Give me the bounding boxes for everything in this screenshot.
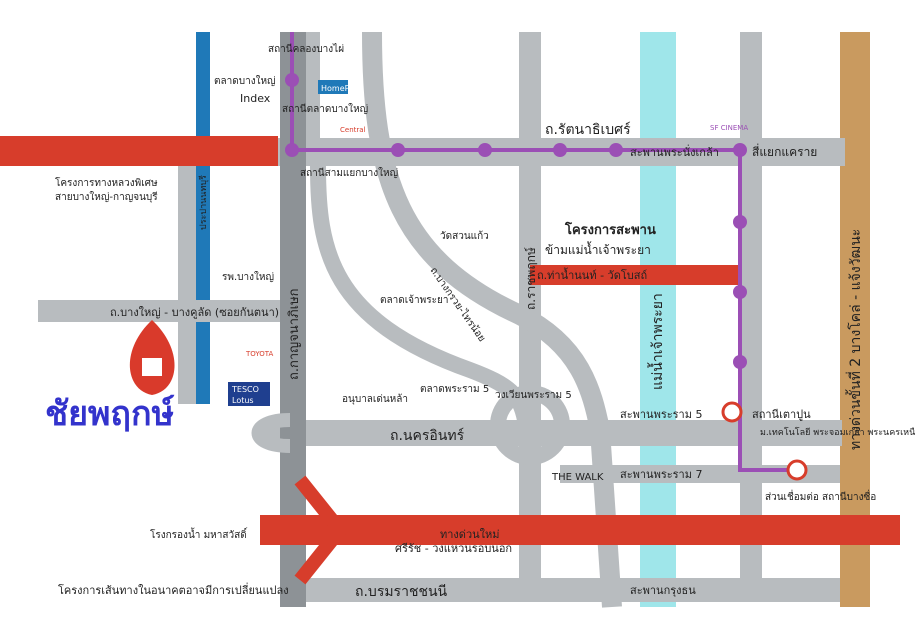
label-sam-yaek-bang-yai: สถานีสามแยกบางใหญ่ <box>300 167 398 179</box>
label-note: โครงการเส้นทางในอนาคตอาจมีการเปลี่ยนแปลง <box>58 582 289 597</box>
label-nakhon-in: ถ.นครอินทร์ <box>390 427 465 444</box>
label-water-plant: โรงกรองน้ำ มหาสวัสดิ์ <box>150 527 248 541</box>
label-krung-thon: สะพานกรุงธน <box>630 584 696 597</box>
label-wat-suan-kaew: วัดสวนแก้ว <box>440 230 489 242</box>
label-motorway-sub: สายบางใหญ่-กาญจนบุรี <box>55 191 158 203</box>
label-expressway-sub: ศรีรัช - วงแหวนรอบนอก <box>395 542 512 555</box>
label-hospital: รพ.บางใหญ่ <box>222 271 274 283</box>
label-bridge-sub: ข้ามแม่น้ำเจ้าพระยา <box>545 241 651 257</box>
label-talat-bang-yai: ตลาดบางใหญ่ <box>214 75 276 87</box>
svg-text:Lotus: Lotus <box>232 396 254 405</box>
station-dot <box>733 355 747 369</box>
label-kanchanaphisek: ถ.กาญจนาภิเษก <box>287 288 302 380</box>
label-tha-nam-non: ถ.ท่าน้ำนนท์ - วัดโบสถ์ <box>537 267 647 282</box>
svg-text:TESCO: TESCO <box>231 385 259 394</box>
label-anuban: อนุบาลเด่นหล้า <box>342 393 408 405</box>
highway-tha-nam-non <box>530 265 740 285</box>
highway-top <box>0 136 278 166</box>
label-motorway: โครงการทางหลวงพิเศษ <box>55 176 158 189</box>
label-the-walk: THE WALK <box>551 472 604 483</box>
road-bangkruay-sainoi <box>362 31 622 608</box>
label-bang-sue: ส่วนเชื่อมต่อ สถานีบางซื่อ <box>765 489 876 503</box>
highway-expressway <box>260 515 900 545</box>
tao-poon-icon <box>721 401 743 423</box>
label-tollway: ทางด่วนขั้นที่ 2 บางโคล่ - แจ้งวัฒนะ <box>845 229 864 450</box>
station-dot <box>478 143 492 157</box>
label-bangyai-bangkulat: ถ.บางใหญ่ - บางคูลัด (ซอยกันตนา) <box>110 306 279 319</box>
expressway-arrow <box>294 475 349 585</box>
home-marker-icon <box>129 320 175 395</box>
homepro-logo: HomePro <box>318 80 357 94</box>
label-rama5-circle: วงเวียนพระราม 5 <box>495 389 572 401</box>
road-bangyai-bangkulat <box>38 300 288 322</box>
home-icon <box>142 358 162 376</box>
label-talat-phra-ram5: ตลาดพระราม 5 <box>420 384 489 395</box>
label-ratthanathibet: ถ.รัตนาธิเบศร์ <box>545 121 631 138</box>
chao-phraya-river <box>640 32 676 607</box>
station-dot <box>733 285 747 299</box>
label-ratchaphruek: ถ.ราชพฤกษ์ <box>524 247 538 310</box>
label-phra-nang-klao: สะพานพระนั่งเกล้า <box>630 144 719 159</box>
bang-sue-icon <box>786 459 808 481</box>
station-dot <box>553 143 567 157</box>
station-dot <box>391 143 405 157</box>
label-rmutsb: ม.เทคโนโลยี พระจอมเกล้า พระนครเหนือ <box>760 427 916 438</box>
svg-text:HomePro: HomePro <box>321 84 357 93</box>
sf-logo: SF CINEMA <box>710 124 748 132</box>
label-khae-rai: สี่แยกแคราย <box>752 143 817 159</box>
station-dot <box>733 215 747 229</box>
station-dot <box>609 143 623 157</box>
tesco-logo: TESCO Lotus <box>228 382 270 406</box>
label-rama7-bridge: สะพานพระราม 7 <box>620 468 702 481</box>
station-dot <box>733 143 747 157</box>
tollway-road <box>840 32 870 607</box>
road-right-vertical <box>740 32 762 592</box>
label-borommaratchachonnani: ถ.บรมราชชนนี <box>355 584 448 600</box>
road-loop-left <box>251 413 291 453</box>
label-expressway: ทางด่วนใหม่ <box>440 528 500 541</box>
station-dot <box>285 73 299 87</box>
label-index: Index <box>240 92 271 105</box>
central-logo: Central <box>340 126 366 134</box>
label-talat-chao-phraya: ตลาดเจ้าพระยา <box>380 294 448 306</box>
station-dot <box>285 143 299 157</box>
toyota-logo: TOYOTA <box>245 350 274 358</box>
label-talat-bang-yai-station: สถานีตลาดบางใหญ่ <box>282 103 368 115</box>
label-khlong-bang-phai: สถานีคลองบางไผ่ <box>268 43 344 55</box>
label-rama5-bridge: สะพานพระราม 5 <box>620 408 702 421</box>
rama5-roundabout <box>490 385 570 465</box>
label-river: แม่น้ำเจ้าพระยา <box>647 293 666 390</box>
road-left-vertical <box>178 166 196 404</box>
label-bridge-title: โครงการสะพาน <box>564 221 656 238</box>
brand-name: ชัยพฤกษ์ <box>45 394 175 434</box>
label-tao-poon: สถานีเตาปูน <box>752 408 811 421</box>
label-prachaniwet: ประปานนทบุรี <box>198 175 209 230</box>
